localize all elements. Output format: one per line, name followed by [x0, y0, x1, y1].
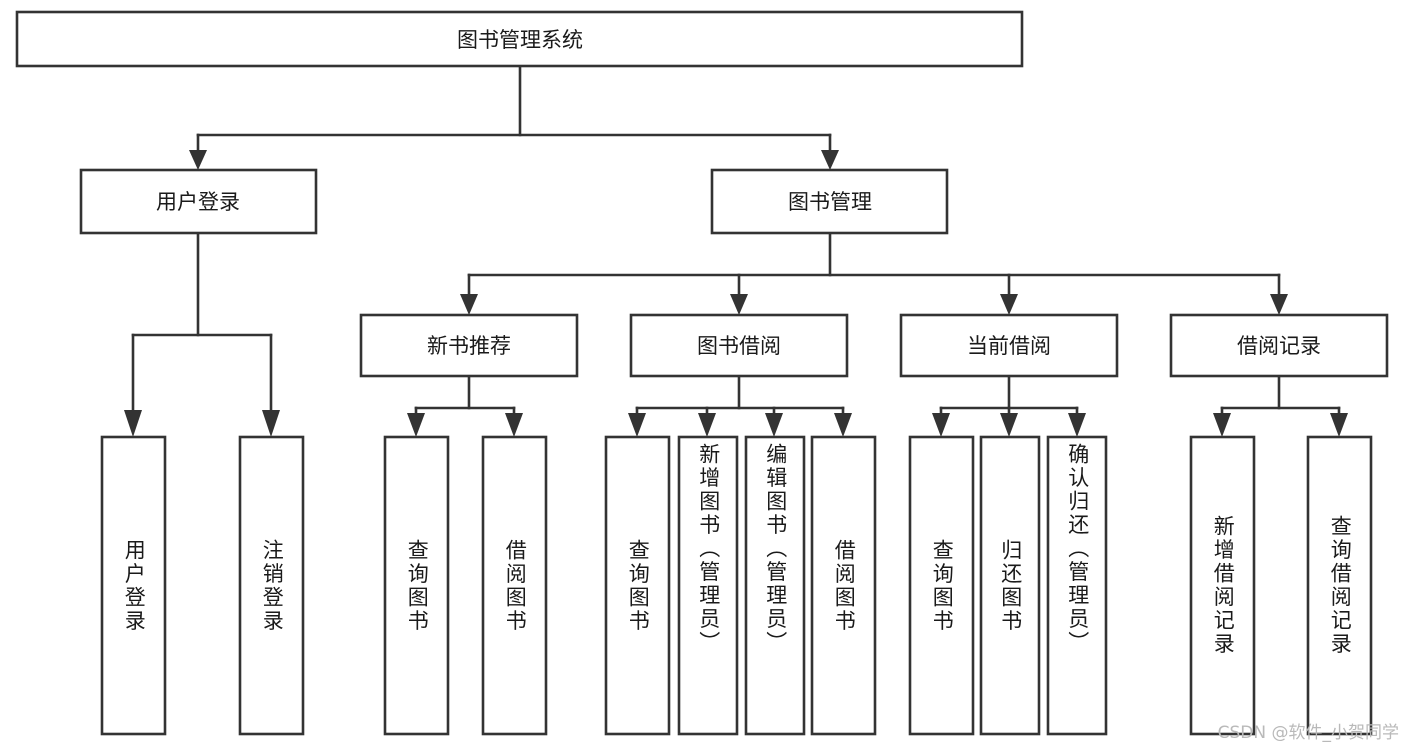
arrow-borrowrecord-leaf-2-icon	[1330, 413, 1348, 437]
arrow-currentborrow-leaf-1-icon	[932, 413, 950, 437]
arrow-userlogin-leaf-1-icon	[124, 410, 142, 437]
arrow-root-to-user-login-icon	[189, 150, 207, 170]
node-layer: 图书管理系统 用户登录 图书管理 新书推荐 图书借阅 当前借阅 借阅记录	[15, 10, 1389, 736]
node-new-book-recommend-label: 新书推荐	[427, 334, 511, 358]
leaf-current-borrow-1-box[interactable]	[908, 435, 975, 736]
node-book-borrow-box[interactable]	[629, 313, 849, 378]
leaf-book-borrow-3-box[interactable]	[744, 435, 806, 736]
arrow-bookborrow-leaf-3-icon	[765, 413, 783, 437]
connector-layer	[124, 64, 1348, 437]
leaf-current-borrow-3-box[interactable]	[1046, 435, 1108, 736]
arrow-bookmgmt-to-record-icon	[1270, 294, 1288, 315]
node-root-box[interactable]	[15, 10, 1024, 68]
leaf-borrow-record-2-box[interactable]	[1306, 435, 1373, 736]
arrow-bookborrow-leaf-2-icon	[698, 413, 716, 437]
leaf-new-book-2-box[interactable]	[481, 435, 548, 736]
leaf-book-borrow-4-box[interactable]	[810, 435, 877, 736]
node-borrow-record-box[interactable]	[1169, 313, 1389, 378]
node-book-management-label: 图书管理	[788, 190, 872, 214]
node-user-login-label: 用户登录	[156, 190, 240, 214]
arrow-root-to-book-mgmt-icon	[821, 150, 839, 170]
node-root-label: 图书管理系统	[457, 28, 583, 52]
arrow-bookmgmt-to-borrow-icon	[730, 294, 748, 315]
arrow-currentborrow-leaf-2-icon	[1000, 413, 1018, 437]
node-borrow-record-label: 借阅记录	[1237, 334, 1321, 358]
arrow-bookborrow-leaf-4-icon	[834, 413, 852, 437]
arrow-currentborrow-leaf-3-icon	[1068, 413, 1086, 437]
node-new-book-recommend-box[interactable]	[359, 313, 579, 378]
arrow-newbook-leaf-2-icon	[505, 413, 523, 437]
node-book-management-box[interactable]	[710, 168, 949, 235]
leaf-current-borrow-2-box[interactable]	[979, 435, 1041, 736]
arrow-bookborrow-leaf-1-icon	[628, 413, 646, 437]
leaf-user-login-2-box[interactable]	[238, 435, 305, 736]
leaf-book-borrow-2-box[interactable]	[677, 435, 739, 736]
node-current-borrow-label: 当前借阅	[967, 334, 1051, 358]
arrow-borrowrecord-leaf-1-icon	[1213, 413, 1231, 437]
node-book-borrow-label: 图书借阅	[697, 334, 781, 358]
arrow-newbook-leaf-1-icon	[407, 413, 425, 437]
arrow-bookmgmt-to-newbook-icon	[460, 294, 478, 315]
node-current-borrow-box[interactable]	[899, 313, 1119, 378]
leaf-new-book-1-box[interactable]	[383, 435, 450, 736]
leaf-user-login-1-box[interactable]	[100, 435, 167, 736]
leaf-book-borrow-1-box[interactable]	[604, 435, 671, 736]
arrow-userlogin-leaf-2-icon	[262, 410, 280, 437]
node-user-login-box[interactable]	[79, 168, 318, 235]
leaf-borrow-record-1-box[interactable]	[1189, 435, 1256, 736]
arrow-bookmgmt-to-current-icon	[1000, 294, 1018, 315]
